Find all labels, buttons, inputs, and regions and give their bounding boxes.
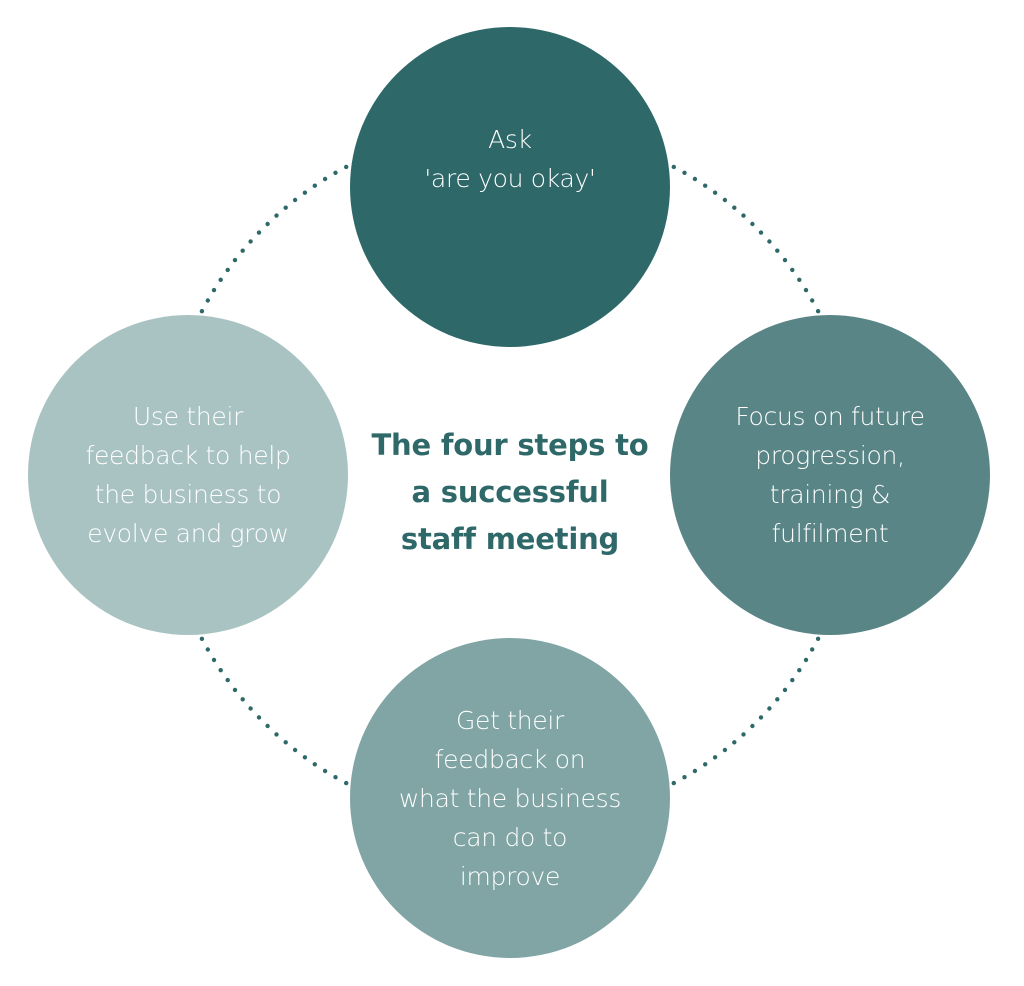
- connector-dot: [265, 723, 270, 729]
- connector-dot: [283, 205, 288, 210]
- connector-dot: [344, 164, 349, 170]
- connector-dot: [750, 221, 755, 227]
- step-text: Use their feedback to help the business …: [61, 397, 314, 553]
- connector-dot: [782, 257, 788, 263]
- connector-dot: [199, 636, 205, 641]
- connector-dot: [810, 647, 815, 652]
- connector-dot: [682, 170, 687, 175]
- connector-dot: [671, 780, 676, 786]
- step-line: evolve and grow: [87, 519, 289, 548]
- connector-dot: [344, 780, 349, 786]
- connector-dot: [312, 762, 317, 767]
- step-line: the business to: [94, 480, 282, 509]
- connector-dot: [732, 740, 737, 745]
- connector-dot: [333, 170, 338, 175]
- step-line: what the business: [398, 783, 622, 813]
- connector-dot: [797, 668, 802, 673]
- connector-dot: [775, 248, 780, 253]
- connector-dot: [692, 176, 698, 182]
- connector-dot: [205, 298, 210, 303]
- connector-dot: [790, 267, 795, 273]
- connector-dot: [712, 190, 718, 195]
- connector-dot: [322, 176, 328, 182]
- step-text: Focus on future progression, training & …: [711, 397, 948, 553]
- connector-dot: [240, 697, 245, 702]
- step-line: improve: [459, 861, 561, 891]
- connector-dot: [240, 248, 245, 253]
- connector-dot: [211, 287, 217, 293]
- step-line: Use their: [132, 402, 244, 431]
- connector-dot: [712, 755, 718, 760]
- connector-dot: [692, 768, 698, 774]
- step-line: feedback to help: [85, 441, 291, 470]
- connector-dot: [815, 636, 821, 641]
- connector-dot: [302, 190, 308, 195]
- step-text: Ask 'are you okay': [400, 120, 619, 198]
- connector-dot: [682, 775, 687, 780]
- connector-dot: [803, 287, 809, 293]
- connector-dot: [775, 697, 780, 702]
- connector-dot: [741, 213, 746, 218]
- connector-dot: [225, 677, 230, 683]
- connector-dot: [232, 257, 238, 263]
- connector-dot: [722, 747, 728, 753]
- connector-dot: [703, 762, 708, 767]
- connector-dot: [274, 213, 279, 218]
- step-circle-use-feedback: Use their feedback to help the business …: [28, 315, 348, 635]
- step-line: training &: [769, 480, 891, 509]
- connector-dot: [256, 230, 262, 235]
- connector-dot: [283, 740, 288, 745]
- connector-dot: [732, 205, 737, 210]
- step-line: progression,: [755, 441, 905, 470]
- step-line: 'are you okay': [424, 164, 596, 193]
- connector-dot: [199, 309, 205, 314]
- connector-dot: [722, 197, 728, 203]
- step-line: Ask: [488, 125, 532, 154]
- connector-dot: [302, 755, 308, 760]
- connector-dot: [218, 277, 223, 282]
- connector-dot: [758, 230, 764, 235]
- title-line: a successful: [411, 475, 609, 509]
- connector-dot: [767, 239, 772, 244]
- connector-dot: [671, 164, 676, 170]
- step-line: Focus on future: [735, 402, 925, 431]
- step-line: Get their: [455, 705, 565, 735]
- connector-dot: [810, 298, 815, 303]
- connector-dot: [312, 183, 317, 188]
- connector-dot: [274, 732, 279, 737]
- connector-dot: [218, 668, 223, 673]
- connector-dot: [741, 732, 746, 737]
- connector-dot: [758, 715, 764, 720]
- connector-dot: [256, 715, 262, 720]
- connector-dot: [797, 277, 802, 282]
- connector-dot: [225, 267, 230, 273]
- step-line: fulfilment: [771, 519, 889, 548]
- connector-dot: [292, 747, 298, 753]
- connector-dot: [815, 309, 821, 314]
- step-circle-ask: Ask 'are you okay': [350, 27, 670, 347]
- connector-dot: [211, 657, 217, 663]
- connector-dot: [333, 775, 338, 780]
- step-text: Get their feedback on what the business …: [375, 701, 645, 896]
- connector-dot: [750, 723, 755, 729]
- connector-dot: [803, 657, 809, 663]
- diagram-title: The four steps to a successful staff mee…: [340, 422, 680, 563]
- connector-dot: [322, 768, 328, 774]
- connector-dot: [703, 183, 708, 188]
- step-line: feedback on: [434, 744, 586, 774]
- connector-dot: [767, 706, 772, 711]
- step-line: can do to: [452, 822, 568, 852]
- title-line: The four steps to: [371, 428, 649, 462]
- step-circle-focus-on-future: Focus on future progression, training & …: [670, 315, 990, 635]
- connector-dot: [248, 706, 253, 711]
- connector-dot: [232, 687, 238, 693]
- connector-dot: [782, 687, 788, 693]
- connector-dot: [790, 677, 795, 683]
- connector-dot: [265, 221, 270, 227]
- connector-dot: [248, 239, 253, 244]
- connector-dot: [205, 647, 210, 652]
- connector-dot: [292, 197, 298, 203]
- title-line: staff meeting: [400, 522, 620, 556]
- step-circle-get-feedback: Get their feedback on what the business …: [350, 638, 670, 958]
